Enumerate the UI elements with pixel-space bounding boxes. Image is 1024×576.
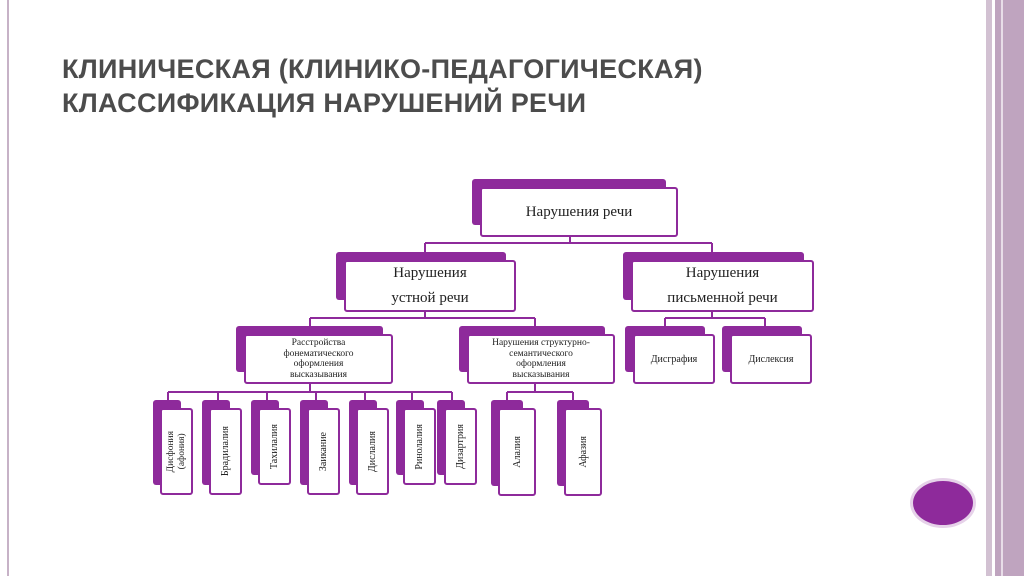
leaf-stuttering-label: Заикание xyxy=(318,431,329,472)
node-phonation-disorders: Расстройства фонематического оформления … xyxy=(236,326,393,384)
node-speech-disorders: Нарушения речи xyxy=(472,179,678,237)
node-oral-speech: Нарушения устной речи xyxy=(336,252,516,312)
node-written-speech-label: Нарушения письменной речи xyxy=(667,265,778,306)
leaf-dyslalia-label: Дислалия xyxy=(367,430,378,473)
leaf-bradilalia: Брадилалия xyxy=(202,400,242,495)
leaf-dysarthria-label: Дизартрия xyxy=(455,424,466,469)
leaf-rhinolalia: Ринолалия xyxy=(396,400,436,485)
leaf-bradilalia-label: Брадилалия xyxy=(220,426,231,477)
leaf-tahilalia: Тахилалия xyxy=(251,400,291,485)
leaf-aphasia: Афазия xyxy=(557,400,602,496)
leaf-dyslalia: Дислалия xyxy=(349,400,389,495)
decorative-accent-circle xyxy=(913,481,973,525)
node-phonation-disorders-label: Расстройства фонематического оформления … xyxy=(283,338,354,380)
node-oral-speech-label: Нарушения устной речи xyxy=(391,265,469,306)
node-structural-semantic: Нарушения структурно- семантического офо… xyxy=(459,326,615,384)
node-dyslexia: Дислексия xyxy=(722,326,812,384)
leaf-alalia: Алалия xyxy=(491,400,536,496)
node-speech-disorders-label: Нарушения речи xyxy=(525,203,633,220)
leaf-stuttering: Заикание xyxy=(300,400,340,495)
leaf-aphasia-label: Афазия xyxy=(577,436,589,468)
slide-title-line1: КЛИНИЧЕСКАЯ (КЛИНИКО-ПЕДАГОГИЧЕСКАЯ) xyxy=(62,54,703,84)
node-written-speech: Нарушения письменной речи xyxy=(623,252,814,312)
leaf-dysphonia-label: Дисфония (афония) xyxy=(165,430,187,473)
left-border-line xyxy=(7,0,9,576)
leaf-alalia-label: Алалия xyxy=(511,436,523,468)
node-dysgraphia: Дисграфия xyxy=(625,326,715,384)
leaf-tahilalia-label: Тахилалия xyxy=(269,423,280,470)
leaf-dysphonia: Дисфония (афония) xyxy=(153,400,193,495)
leaf-dysarthria: Дизартрия xyxy=(437,400,477,485)
node-dysgraphia-label: Дисграфия xyxy=(650,353,698,365)
leaf-rhinolalia-label: Ринолалия xyxy=(414,423,425,470)
node-dyslexia-label: Дислексия xyxy=(748,353,794,365)
slide-title-line2: КЛАССИФИКАЦИЯ НАРУШЕНИЙ РЕЧИ xyxy=(62,88,587,118)
slide-title: КЛИНИЧЕСКАЯ (КЛИНИКО-ПЕДАГОГИЧЕСКАЯ) КЛА… xyxy=(62,52,703,120)
node-structural-semantic-label: Нарушения структурно- семантического офо… xyxy=(492,338,590,380)
right-decorative-rail xyxy=(986,0,1024,576)
